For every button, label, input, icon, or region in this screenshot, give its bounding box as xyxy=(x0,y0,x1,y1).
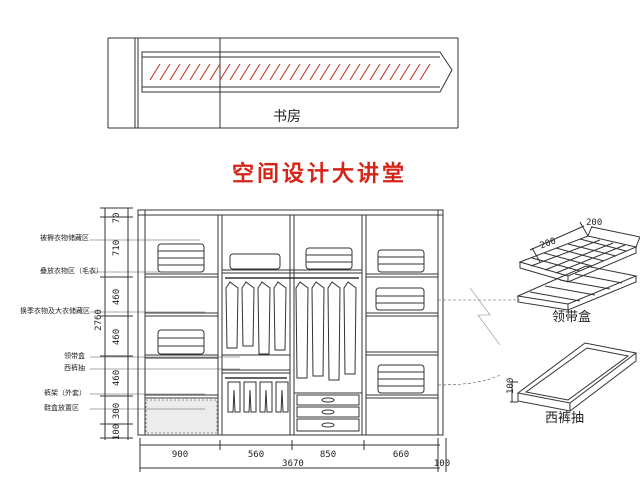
dim-h-3: 460 xyxy=(112,329,122,345)
dim-h-5: 300 xyxy=(112,403,122,419)
dim-h-6: 100 xyxy=(112,424,122,440)
dim-total-height: 2760 xyxy=(94,309,104,331)
note-1: 叠放衣物区（毛衣） xyxy=(40,266,103,275)
width-dimension-chain xyxy=(139,438,447,472)
hatch-pattern xyxy=(149,63,431,81)
dim-h-2: 460 xyxy=(112,289,122,305)
wardrobe-elevation xyxy=(90,209,520,436)
dim-right: 100 xyxy=(434,459,450,469)
dim-h-4: 460 xyxy=(112,370,122,386)
note-3: 领带盒 xyxy=(64,351,85,360)
note-2: 换季衣物及大衣储藏区 xyxy=(20,306,90,315)
height-dimension-labels: 70 710 460 460 460 300 100 2760 xyxy=(94,213,122,441)
trouser-pull-label: 西裤抽 xyxy=(545,411,585,426)
tie-box-dim-1: 200 xyxy=(586,218,602,228)
trouser-pull-drawing xyxy=(510,342,638,412)
dim-h-1: 710 xyxy=(112,240,122,256)
note-5: 裤架（外套） xyxy=(44,388,86,397)
tie-box-drawing xyxy=(516,221,640,311)
page-title: 空间设计大讲堂 xyxy=(232,162,408,187)
height-dimension-chain xyxy=(100,207,133,440)
dim-w-0: 900 xyxy=(172,450,188,460)
left-notes: 被褥衣物储藏区 叠放衣物区（毛衣） 换季衣物及大衣储藏区 领带盒 西裤抽 裤架（… xyxy=(20,233,103,412)
study-label: 书房 xyxy=(273,109,301,125)
dim-h-0: 70 xyxy=(112,213,122,224)
note-0: 被褥衣物储藏区 xyxy=(40,233,89,242)
note-6: 鞋盒放置区 xyxy=(44,403,79,412)
note-4: 西裤抽 xyxy=(64,363,85,372)
dim-w-1: 560 xyxy=(248,450,264,460)
tie-box-label: 领带盒 xyxy=(552,310,592,325)
study-plan xyxy=(107,37,459,129)
trouser-pull-dim: 100 xyxy=(506,378,516,394)
width-dimension-labels: 900 560 850 660 3670 100 xyxy=(172,450,450,469)
dim-w-3: 660 xyxy=(393,450,409,460)
dim-w-2: 850 xyxy=(320,450,336,460)
dim-total-width: 3670 xyxy=(282,459,304,469)
